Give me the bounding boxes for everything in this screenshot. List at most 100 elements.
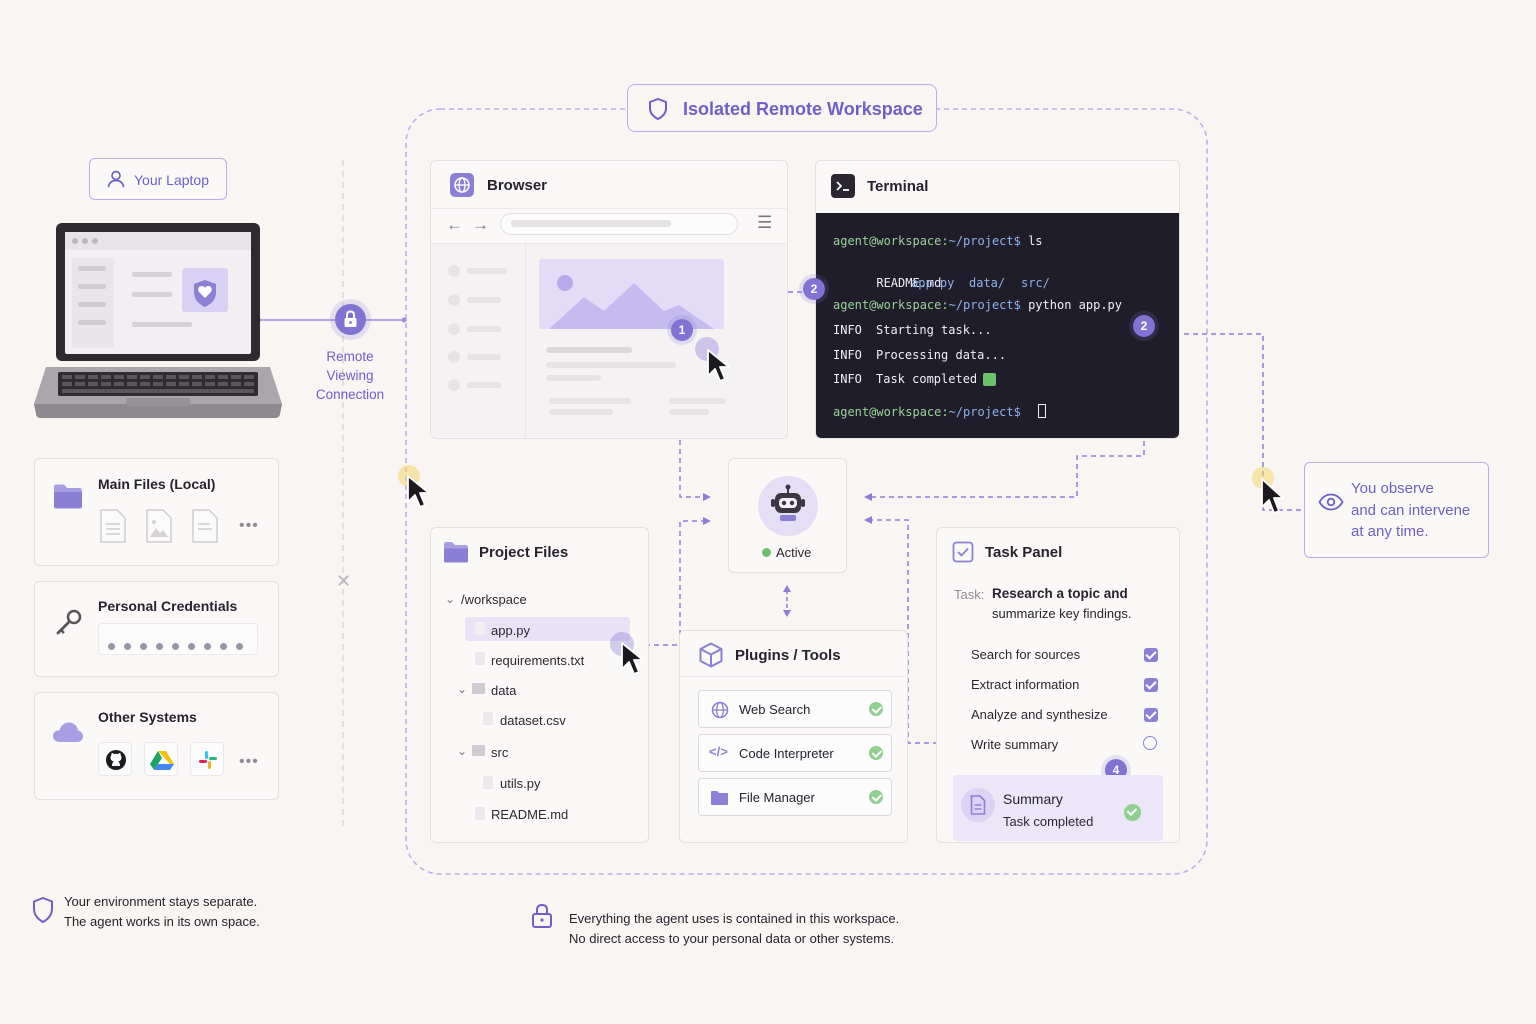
file-icon — [483, 712, 493, 725]
task-line-2: summarize key findings. — [992, 606, 1132, 621]
globe-icon — [711, 701, 729, 719]
folder-icon — [711, 791, 728, 805]
tool-code-interpreter[interactable]: </> Code Interpreter — [698, 734, 892, 772]
project-files-title: Project Files — [479, 544, 569, 561]
selected-row-highlight — [465, 617, 630, 641]
globe-icon — [450, 173, 474, 197]
folder-icon — [54, 484, 82, 509]
check-icon — [983, 373, 996, 386]
credentials-title: Personal Credentials — [98, 598, 238, 614]
workspace-title: Isolated Remote Workspace — [683, 99, 923, 119]
password-mask — [98, 623, 258, 655]
blocked-x-icon: ✕ — [336, 571, 352, 591]
cursor-icon — [621, 642, 644, 675]
step-badge-2-terminal: 2 — [1133, 315, 1155, 337]
more-icon: ••• — [239, 517, 259, 534]
image-file-icon — [146, 509, 172, 543]
checkbox-unchecked[interactable] — [1143, 736, 1157, 750]
file-utils-py[interactable]: utils.py — [500, 776, 541, 791]
file-app-py[interactable]: app.py — [491, 623, 531, 638]
eye-icon — [1318, 493, 1344, 511]
other-systems-card: Other Systems ••• — [34, 692, 279, 800]
task-item-write: Write summary — [971, 737, 1059, 752]
laptop-label-box: Your Laptop — [89, 158, 227, 200]
chevron-down-icon[interactable]: ⌄ — [457, 682, 468, 696]
task-panel-card: Task Panel Task: Research a topic and su… — [936, 527, 1180, 843]
task-item-analyze: Analyze and synthesize — [971, 707, 1108, 722]
lock-badge — [335, 304, 366, 335]
file-dataset-csv[interactable]: dataset.csv — [500, 713, 566, 728]
cloud-icon — [53, 722, 83, 742]
browser-viewport — [431, 243, 786, 438]
robot-icon — [771, 484, 805, 521]
observe-text: You observe and can intervene at any tim… — [1351, 480, 1471, 540]
tool-web-search[interactable]: Web Search — [698, 690, 892, 728]
folder-icon — [472, 683, 485, 694]
footer-left-note: Your environment stays separate. The age… — [64, 894, 260, 929]
cube-icon — [699, 642, 723, 668]
laptop-illustration — [34, 223, 282, 418]
cursor-highlight — [1252, 467, 1274, 489]
checklist-icon — [952, 541, 974, 563]
folder-src[interactable]: src — [491, 745, 509, 760]
file-icon — [483, 776, 493, 789]
summary-icon-bg — [961, 788, 995, 822]
summary-status: Task completed — [1003, 814, 1094, 829]
browser-title: Browser — [487, 177, 548, 194]
file-icon — [475, 807, 485, 820]
drive-icon — [144, 742, 178, 776]
folder-data[interactable]: data — [491, 683, 517, 698]
file-icon — [475, 652, 485, 665]
lock-icon — [532, 903, 552, 928]
document-icon — [970, 795, 986, 815]
checkbox-checked[interactable] — [1144, 648, 1158, 662]
file-icon — [475, 622, 485, 635]
robot-avatar — [758, 476, 818, 536]
laptop-label: Your Laptop — [134, 172, 209, 188]
tool-file-manager[interactable]: File Manager — [698, 778, 892, 816]
footer-center-note: Everything the agent uses is contained i… — [569, 911, 900, 946]
workspace-title-box: Isolated Remote Workspace — [627, 84, 937, 132]
folder-icon — [444, 542, 468, 563]
file-readme[interactable]: README.md — [491, 807, 569, 822]
task-item-search: Search for sources — [971, 647, 1081, 662]
other-systems-title: Other Systems — [98, 709, 197, 725]
step-badge-1: 1 — [671, 319, 693, 341]
plugins-title: Plugins / Tools — [735, 647, 841, 664]
step-badge-2: 2 — [803, 278, 825, 300]
status-dot — [762, 548, 771, 557]
back-arrow-icon[interactable]: ← — [446, 215, 463, 234]
cursor-icon — [1261, 478, 1284, 514]
chevron-down-icon[interactable]: ⌄ — [445, 592, 456, 606]
agent-status: Active — [776, 545, 812, 560]
main-files-title: Main Files (Local) — [98, 476, 216, 492]
shield-icon — [649, 98, 667, 120]
check-circle-icon — [869, 702, 883, 716]
check-circle-icon — [1124, 804, 1141, 821]
slack-icon — [190, 742, 224, 776]
cursor-icon — [407, 475, 430, 508]
summary-box[interactable]: Summary Task completed — [953, 775, 1163, 841]
file-requirements[interactable]: requirements.txt — [491, 653, 585, 668]
forward-arrow-icon[interactable]: → — [472, 215, 489, 234]
cursor-icon — [707, 349, 730, 382]
observe-box: You observe and can intervene at any tim… — [1304, 462, 1489, 558]
agent-card: Active — [728, 458, 847, 573]
text-file-icon — [192, 509, 218, 543]
folder-icon — [472, 745, 485, 756]
workspace-root[interactable]: /workspace — [461, 592, 527, 607]
more-icon: ••• — [239, 753, 259, 770]
checkbox-checked[interactable] — [1144, 708, 1158, 722]
checkbox-checked[interactable] — [1144, 678, 1158, 692]
menu-icon[interactable]: ☰ — [757, 213, 773, 232]
user-icon — [107, 170, 125, 188]
credentials-card: Personal Credentials — [34, 581, 279, 677]
lock-icon — [344, 310, 357, 327]
check-circle-icon — [869, 746, 883, 760]
task-line-1: Research a topic and — [992, 586, 1128, 601]
address-bar[interactable] — [500, 213, 738, 235]
chevron-down-icon[interactable]: ⌄ — [457, 744, 468, 758]
summary-title: Summary — [1003, 791, 1063, 807]
github-icon — [98, 742, 132, 776]
